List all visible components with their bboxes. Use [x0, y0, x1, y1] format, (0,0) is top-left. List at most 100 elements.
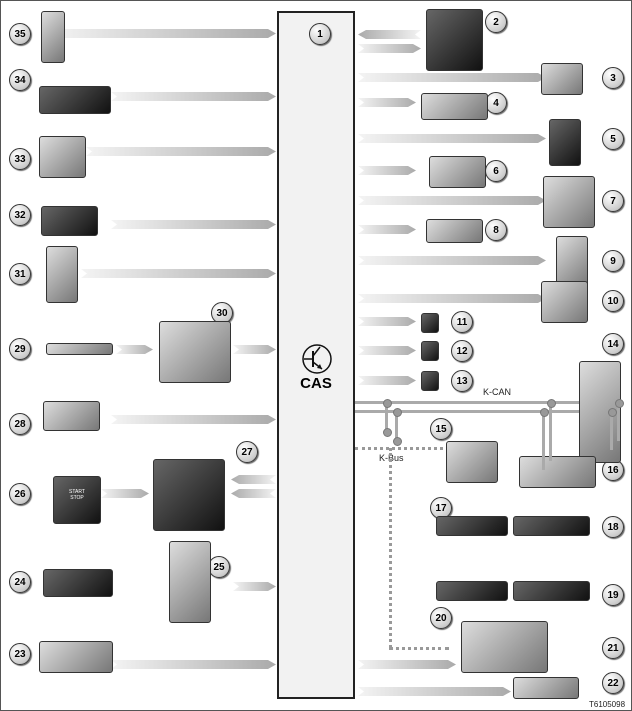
callout-11: 11 [451, 311, 473, 333]
signal-arrow [358, 98, 416, 107]
kcan-label: K-CAN [483, 387, 512, 397]
callout-5: 5 [602, 128, 624, 150]
signal-arrow [358, 73, 546, 82]
callout-35: 35 [9, 23, 31, 45]
module-8 [426, 219, 483, 243]
figure-id: T6105098 [589, 700, 626, 709]
callout-28: 28 [9, 413, 31, 435]
signal-arrow [358, 166, 416, 175]
callout-23: 23 [9, 643, 31, 665]
callout-12: 12 [451, 340, 473, 362]
callout-7: 7 [602, 190, 624, 212]
signal-arrow [358, 30, 421, 39]
signal-arrow [358, 376, 416, 385]
brake-pedal [41, 11, 65, 63]
callout-25: 25 [208, 556, 230, 578]
callout-30: 30 [211, 302, 233, 324]
callout-27: 27 [236, 441, 258, 463]
bus-node [383, 399, 392, 408]
callout-21: 21 [602, 637, 624, 659]
switch-7 [543, 176, 595, 228]
relay-box-6 [429, 156, 486, 188]
bus-drop [542, 410, 545, 470]
bus-drop [549, 401, 552, 461]
signal-arrow [111, 92, 276, 101]
signal-arrow [111, 660, 276, 669]
signal-arrow [358, 294, 546, 303]
callout-2: 2 [485, 11, 507, 33]
starter-motor-4 [421, 93, 488, 120]
relay-13 [421, 371, 439, 391]
kbus-line [355, 447, 450, 450]
horn-5 [549, 119, 581, 166]
callout-29: 29 [9, 338, 31, 360]
signal-arrow [231, 489, 276, 498]
bus-drop [385, 401, 388, 431]
bus-node [393, 408, 402, 417]
transistor-icon [302, 344, 332, 374]
bus-node [540, 408, 549, 417]
trunk-button-28 [43, 401, 100, 431]
signal-arrow [81, 269, 276, 278]
kcan-line-2 [355, 410, 591, 413]
module-23 [39, 641, 113, 673]
control-unit-2 [426, 9, 483, 71]
dsc-unit-30 [159, 321, 231, 383]
hall-sensor-29 [46, 343, 113, 355]
relay-12 [421, 341, 439, 361]
bus-drop [395, 410, 398, 440]
callout-10: 10 [602, 290, 624, 312]
cas-label: CAS [300, 375, 332, 392]
door-handle-20 [436, 581, 508, 601]
bus-node [383, 428, 392, 437]
callout-1: 1 [309, 23, 331, 45]
callout-6: 6 [485, 160, 507, 182]
slot-27 [153, 459, 225, 531]
signal-arrow [358, 317, 416, 326]
module-10 [541, 281, 588, 323]
start-stop-label: START STOP [69, 489, 85, 501]
door-handle-18 [513, 516, 590, 536]
key-fob-24 [43, 569, 113, 597]
signal-arrow [116, 345, 153, 354]
module-15 [446, 441, 498, 483]
signal-arrow [86, 147, 276, 156]
callout-22: 22 [602, 672, 624, 694]
obd-connector-22 [513, 677, 579, 699]
callout-19: 19 [602, 584, 624, 606]
battery-terminal-3 [541, 63, 583, 95]
signal-arrow [233, 582, 276, 591]
signal-arrow [51, 29, 276, 38]
door-handle-19 [513, 581, 590, 601]
callout-8: 8 [485, 219, 507, 241]
signal-arrow [358, 134, 546, 143]
callout-31: 31 [9, 263, 31, 285]
callout-20: 20 [430, 607, 452, 629]
steering-lock [39, 86, 111, 114]
callout-24: 24 [9, 571, 31, 593]
antenna-25 [169, 541, 211, 623]
callout-9: 9 [602, 250, 624, 272]
clutch-switch [39, 136, 86, 178]
callout-18: 18 [602, 516, 624, 538]
callout-32: 32 [9, 204, 31, 226]
kbus-drop [389, 448, 392, 648]
bus-drop [617, 401, 620, 441]
callout-3: 3 [602, 67, 624, 89]
remote-key-31 [46, 246, 78, 303]
signal-arrow [111, 220, 276, 229]
start-stop-button [53, 476, 101, 524]
callout-13: 13 [451, 370, 473, 392]
bus-node [393, 437, 402, 446]
signal-arrow [358, 660, 456, 669]
bus-node [615, 399, 624, 408]
callout-14: 14 [602, 333, 624, 355]
signal-arrow [358, 256, 546, 265]
signal-arrow [358, 44, 421, 53]
signal-arrow [358, 196, 546, 205]
signal-arrow [358, 225, 416, 234]
callout-26: 26 [9, 483, 31, 505]
kbus-to-21 [389, 647, 449, 650]
module-32 [41, 206, 98, 236]
